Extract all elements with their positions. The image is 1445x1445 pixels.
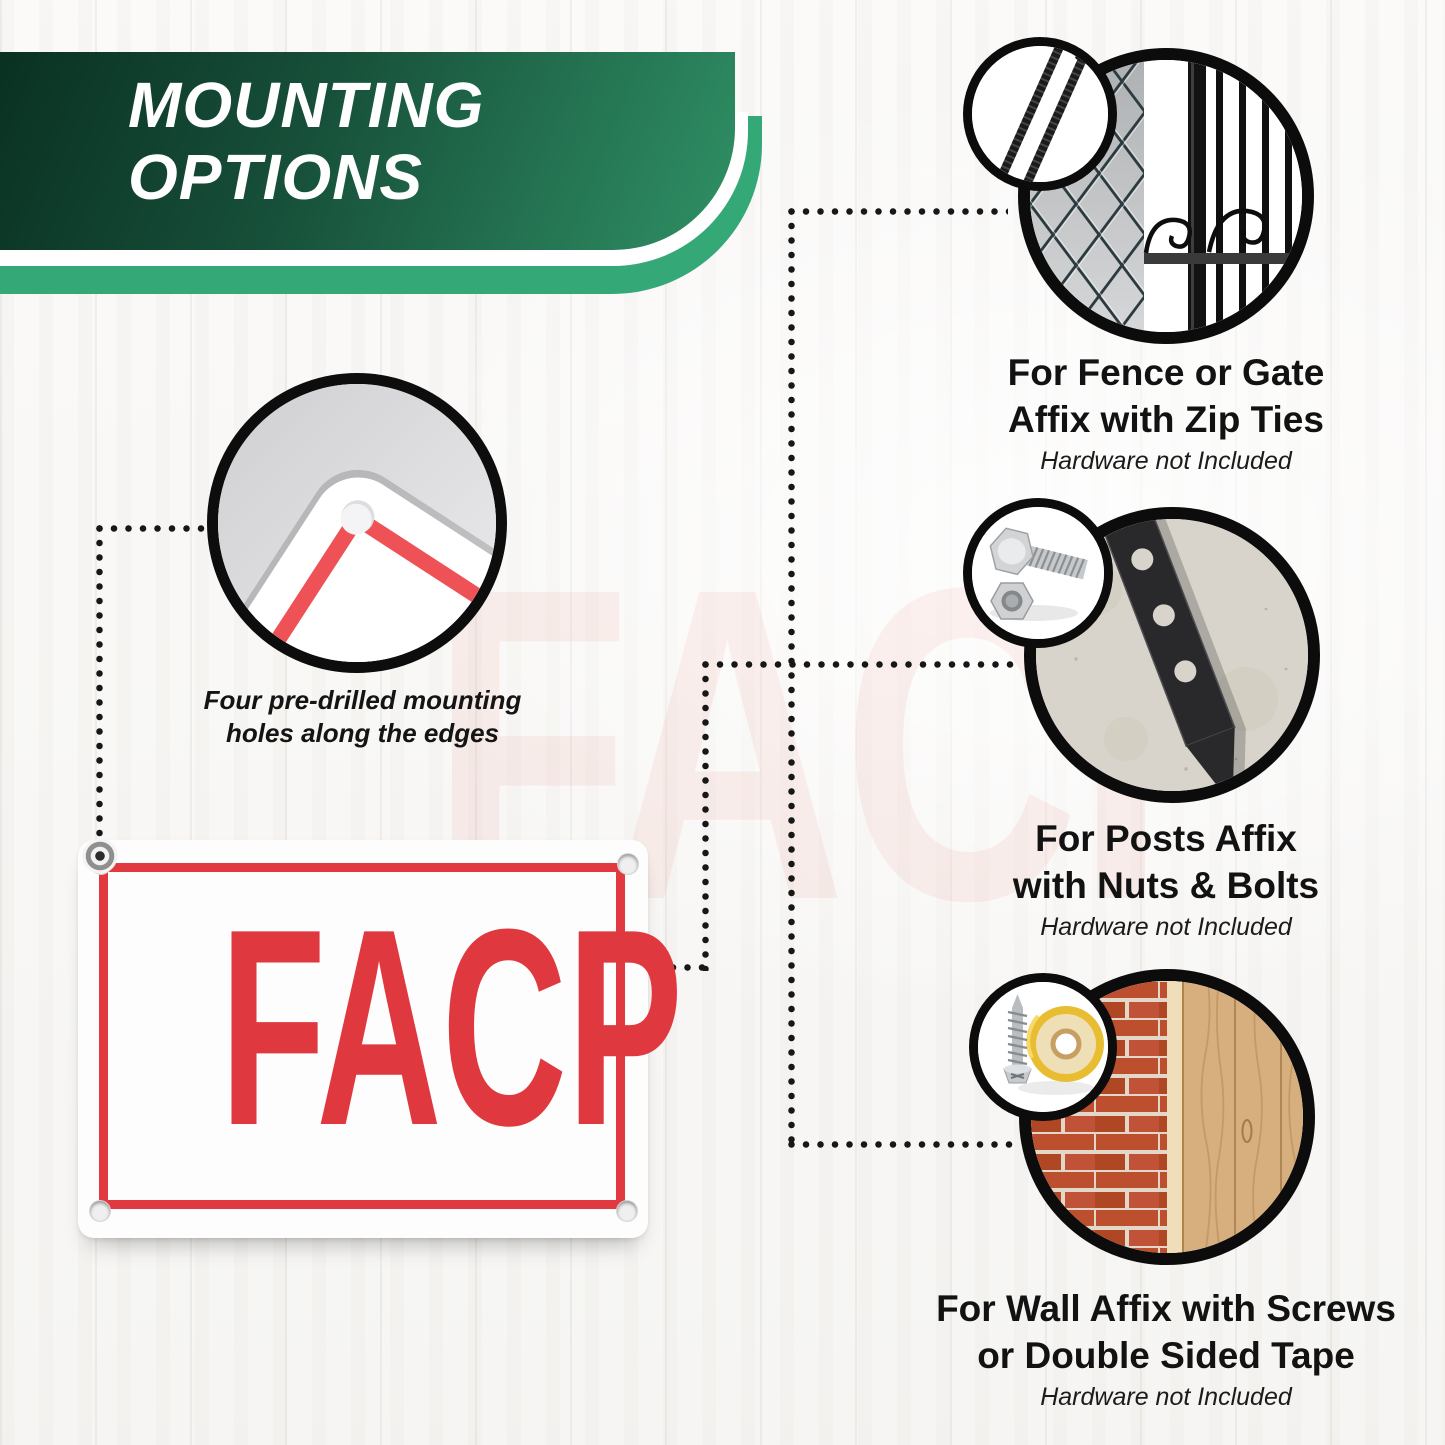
connector-sign-vertical — [702, 661, 709, 971]
option-posts-title-line1: For Posts Affix — [1035, 818, 1297, 859]
sign-red-border — [99, 863, 625, 1209]
left-callout-caption-line2: holes along the edges — [225, 718, 500, 749]
connector-sign-horizontal — [655, 964, 707, 971]
nut-bolt-badge-circle — [963, 498, 1113, 648]
connector-callout-vertical — [96, 525, 103, 843]
sign-hole-bottom-left — [89, 1200, 111, 1222]
zip-ties-badge-circle — [963, 37, 1117, 191]
screw-and-tape-icon — [978, 982, 1108, 1112]
mounting-hole-zoom-icon — [218, 384, 496, 662]
option-fence-note: Hardware not Included — [1040, 446, 1292, 475]
hole-marker-icon — [78, 834, 122, 878]
left-callout-caption-line1: Four pre-drilled mounting — [203, 685, 522, 715]
option-fence-title-line1: For Fence or Gate — [1007, 352, 1325, 393]
left-callout-caption: Four pre-drilled mounting holes along th… — [175, 684, 550, 751]
connector-fence-branch — [788, 208, 1008, 215]
mounting-hole-zoom-circle — [207, 373, 507, 673]
option-posts-caption: For Posts Affix with Nuts & Bolts Hardwa… — [986, 816, 1346, 942]
option-posts-note: Hardware not Included — [1040, 912, 1292, 941]
page-title: MOUNTING OPTIONS — [128, 69, 485, 213]
page-title-line2: OPTIONS — [128, 140, 424, 213]
sign-hole-top-right — [617, 853, 639, 875]
connector-wall-branch — [788, 1141, 1014, 1148]
option-wall-title-line1: For Wall Affix with Screws — [936, 1288, 1396, 1329]
option-fence-caption: For Fence or Gate Affix with Zip Ties Ha… — [986, 350, 1346, 476]
screw-tape-badge-circle — [969, 973, 1117, 1121]
option-posts-title-line2: with Nuts & Bolts — [1012, 864, 1320, 906]
zip-ties-icon — [972, 46, 1108, 182]
option-wall-note: Hardware not Included — [1040, 1382, 1292, 1411]
sign-hole-bottom-right — [616, 1200, 638, 1222]
sign-text: FACP — [219, 872, 683, 1184]
option-wall-title-line2: or Double Sided Tape — [977, 1334, 1355, 1376]
connector-trunk-vertical — [788, 208, 795, 1149]
connector-callout-horizontal — [96, 525, 208, 532]
header-banner: MOUNTING OPTIONS — [0, 52, 735, 250]
page-title-line1: MOUNTING — [128, 69, 485, 141]
connector-posts-branch — [702, 661, 1017, 668]
option-fence-title-line2: Affix with Zip Ties — [1008, 398, 1324, 440]
post-photo-circle — [1024, 507, 1320, 803]
nut-and-bolt-icon — [972, 507, 1104, 639]
facp-sign: FACP — [78, 840, 683, 1238]
metal-post-icon — [1036, 519, 1308, 791]
option-wall-caption: For Wall Affix with Screws or Double Sid… — [936, 1286, 1396, 1412]
